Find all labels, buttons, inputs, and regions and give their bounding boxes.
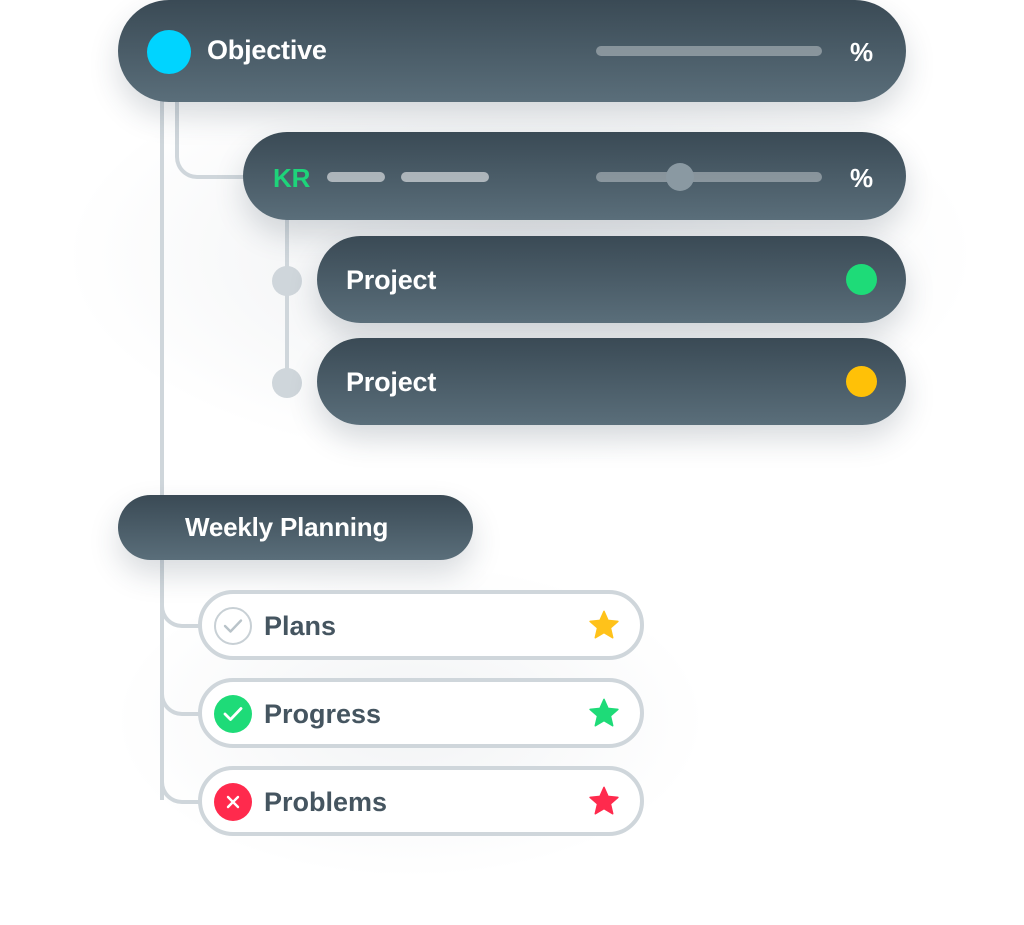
check-filled-icon (214, 695, 252, 733)
plans-connector (160, 560, 202, 628)
objective-row[interactable]: Objective % (118, 0, 906, 102)
plans-label: Plans (264, 611, 337, 641)
project-node-2 (272, 368, 302, 398)
key-result-row[interactable]: KR % (243, 132, 906, 220)
progress-connector (160, 640, 202, 716)
objective-kr-connector (175, 95, 247, 179)
weekly-item-problems[interactable]: Problems (198, 766, 644, 836)
weekly-planning-header[interactable]: Weekly Planning (118, 495, 473, 560)
kr-placeholder-bar-2 (401, 172, 489, 182)
objective-label: Objective (207, 35, 327, 65)
project-row-2[interactable]: Project (317, 338, 906, 425)
project-node-1 (272, 266, 302, 296)
key-result-label: KR (273, 163, 311, 193)
kr-slider-track[interactable] (596, 172, 822, 182)
check-outline-icon (214, 607, 252, 645)
weekly-item-progress[interactable]: Progress (198, 678, 644, 748)
star-icon[interactable] (588, 697, 620, 729)
project-label-1: Project (346, 265, 437, 295)
main-tree-line (160, 95, 164, 495)
star-icon[interactable] (588, 785, 620, 817)
star-icon[interactable] (588, 609, 620, 641)
objective-indicator-dot (147, 30, 191, 74)
x-filled-icon (214, 783, 252, 821)
problems-connector (160, 720, 202, 804)
kr-placeholder-bar-1 (327, 172, 385, 182)
weekly-planning-title: Weekly Planning (185, 512, 389, 542)
weekly-item-plans[interactable]: Plans (198, 590, 644, 660)
project-row-1[interactable]: Project (317, 236, 906, 323)
problems-label: Problems (264, 787, 388, 817)
objective-percent: % (850, 37, 873, 67)
project-status-dot-1 (846, 264, 877, 295)
objective-progress-track (596, 46, 822, 56)
key-result-percent: % (850, 163, 873, 193)
project-status-dot-2 (846, 366, 877, 397)
kr-slider-handle[interactable] (666, 163, 694, 191)
progress-label: Progress (264, 699, 382, 729)
project-label-2: Project (346, 367, 437, 397)
kr-project-line (285, 215, 289, 385)
